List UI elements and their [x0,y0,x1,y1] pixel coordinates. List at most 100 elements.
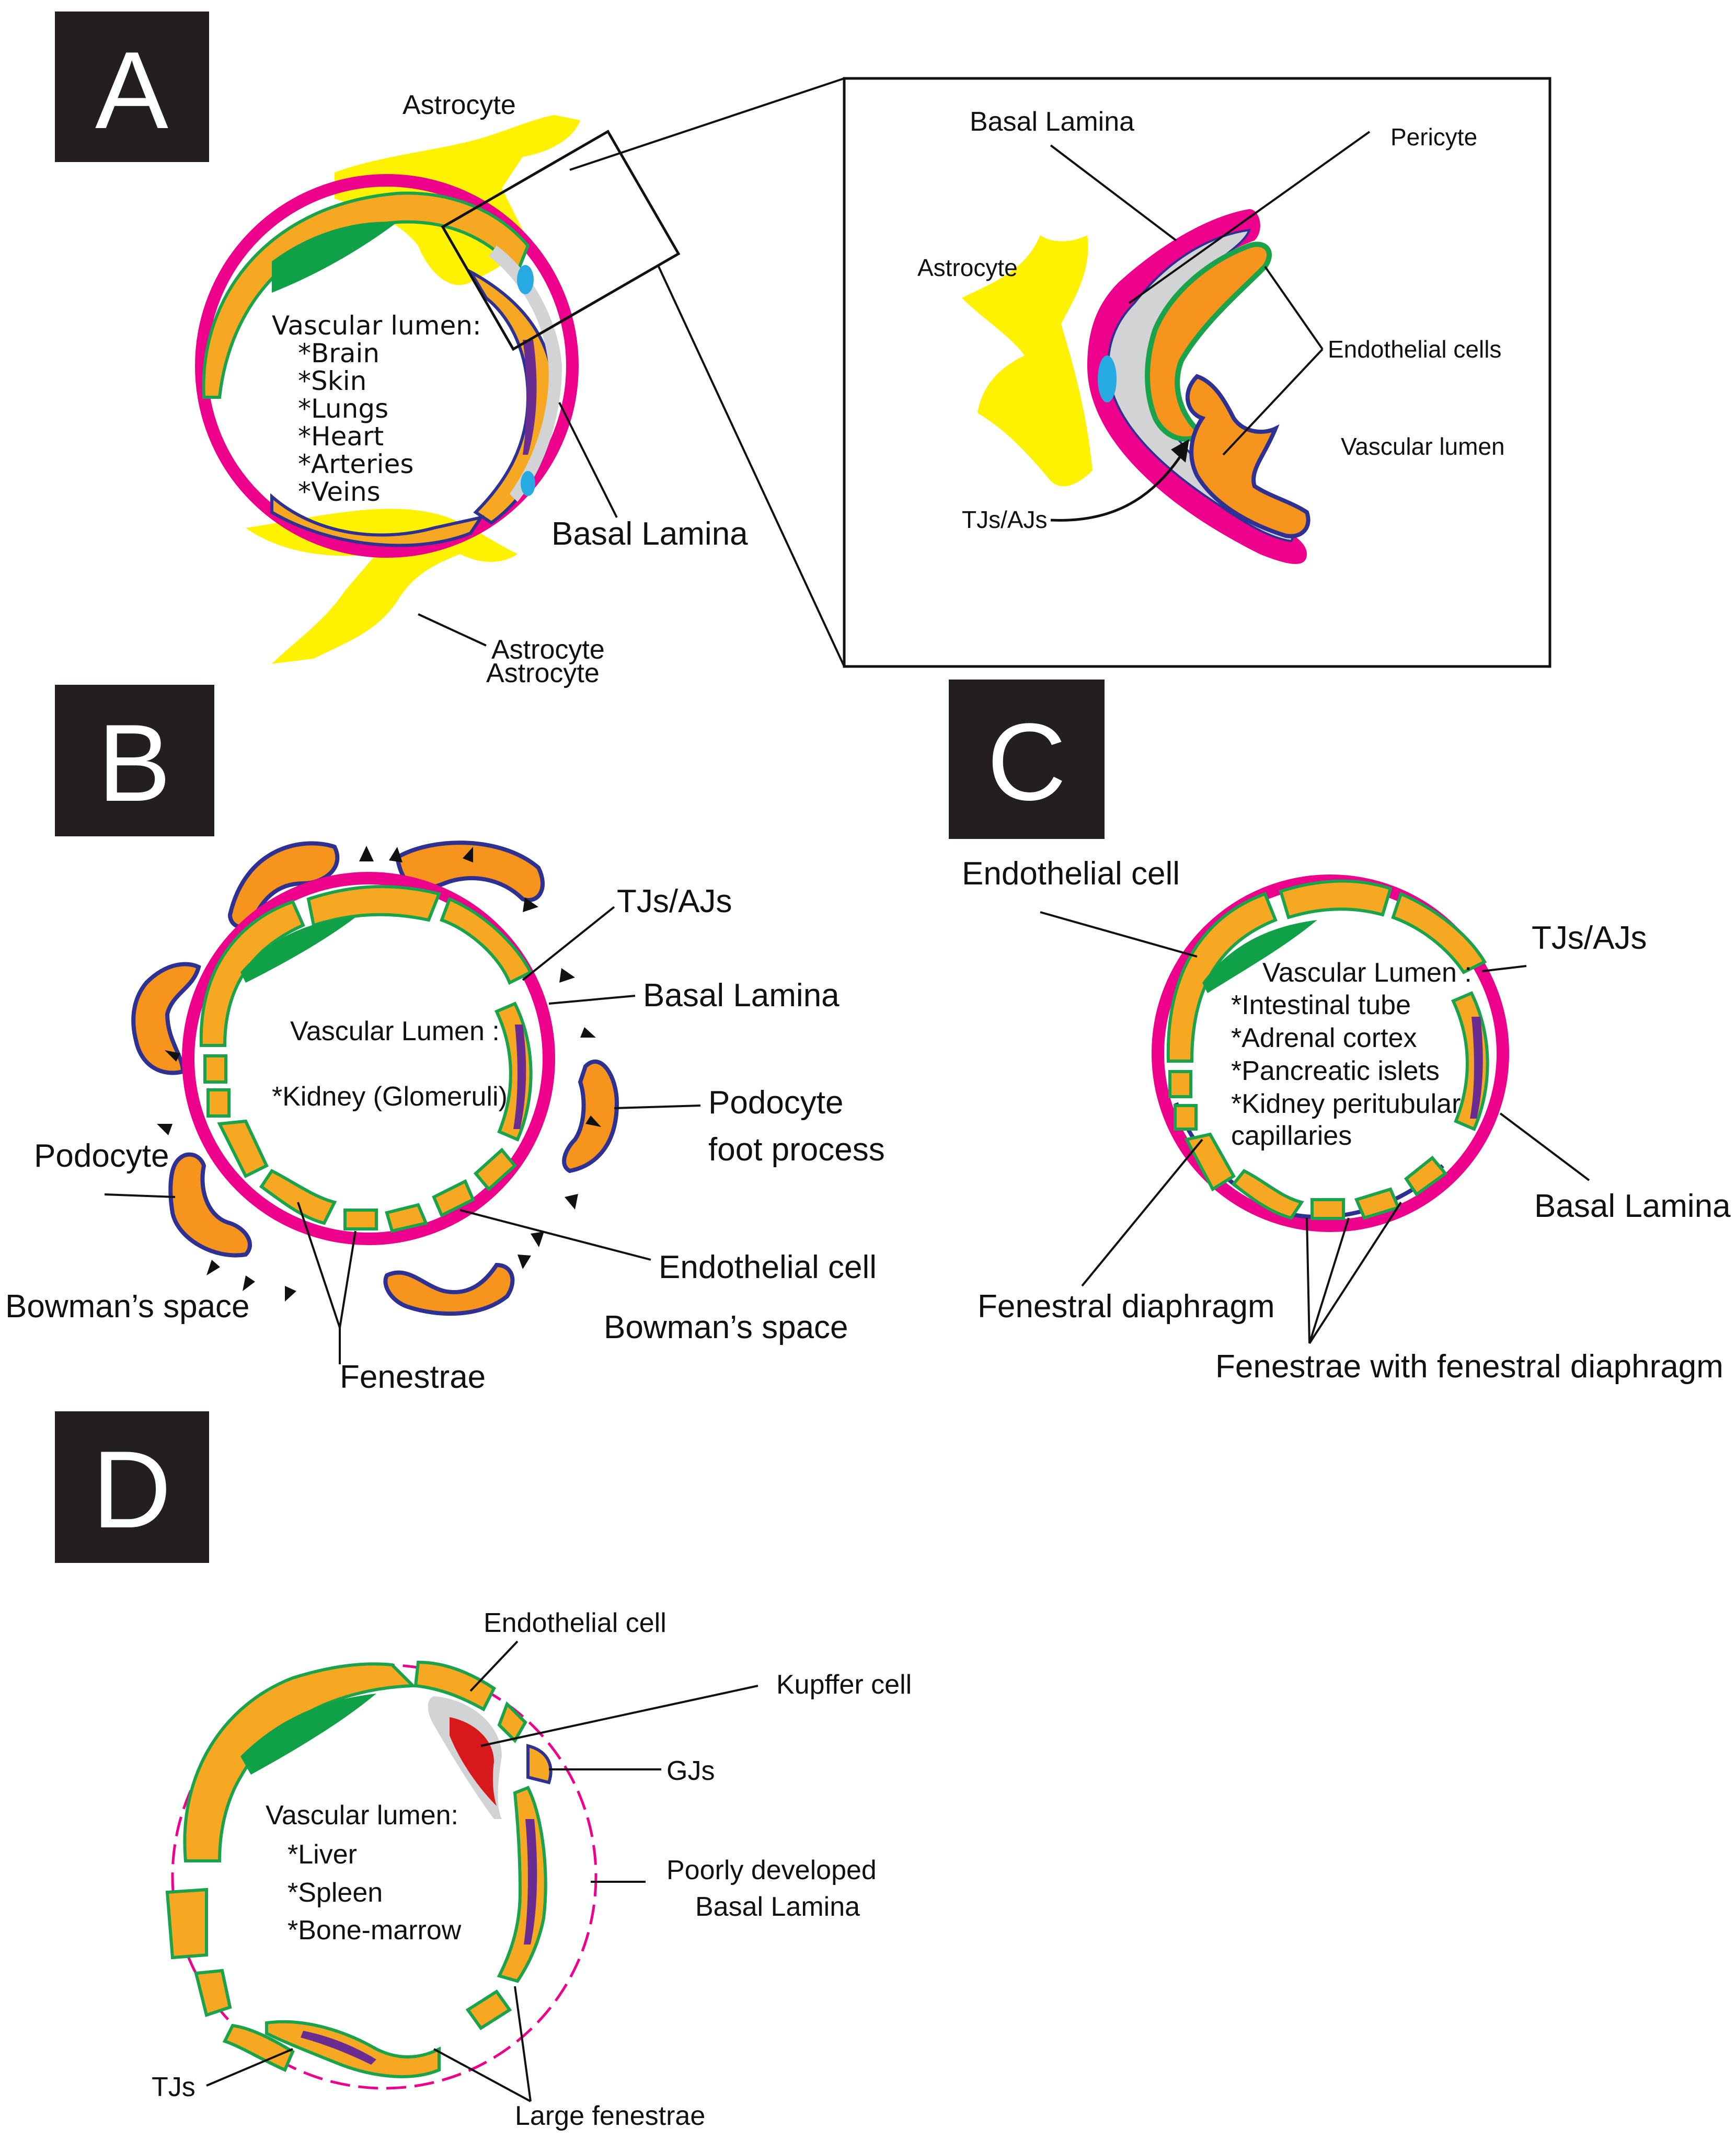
inset-leader-basal-lamina [1050,144,1177,241]
panel-b-endothelial-segment [217,1119,269,1179]
panel-a-zoom-connector-bottom [658,266,845,667]
panel-b-filtration-arrows [157,846,601,1302]
panel-a-lumen-item: *Veins [298,477,381,507]
panel-d-endothelial-cell-right [497,1786,547,1983]
inset-astrocyte [962,235,1093,487]
panel-b-leader-podocyte-foot [614,1104,701,1109]
panel-a-pericyte [489,246,562,502]
panel-d-label-poorly-1: Poorly developed [666,1855,877,1885]
inset-label-astrocyte: Astrocyte [917,254,1018,281]
panel-d-endothelial-segment [465,1989,512,2031]
panel-b-label-bowmans-left: Bowman’s space [5,1288,250,1325]
panel-c-nucleus-purple [1470,1017,1483,1119]
panel-d-endothelial-segment [497,1701,527,1743]
panel-c-nucleus-green [1202,920,1317,993]
panel-b-leader-endothelial-cell [459,1209,651,1261]
panel-b-label-podocyte: Podocyte [34,1138,169,1174]
inset-pericyte-nucleus [1098,355,1117,402]
podocyte-shape [131,962,201,1075]
panel-d-endothelial-segment [194,1969,232,2017]
panel-b-endothelium [199,885,533,1233]
panel-c-lumen-item: capillaries [1231,1121,1352,1151]
panel-c-endothelial-segment [1184,1132,1236,1192]
panel-b-letter: B [98,701,171,824]
panel-d-endothelial-cell-top-right [413,1660,496,1712]
panel-a-inset: Basal Lamina Pericyte Astrocyte Endothel… [843,77,1551,668]
panel-a-lumen-title: Vascular lumen: [272,310,481,341]
panel-d-gj-cell [526,1744,553,1785]
panel-a-endothelial-nucleus-purple [523,340,537,455]
inset-leader-endothelial-cells-2 [1222,348,1324,456]
panel-d-label-poorly-2: Basal Lamina [695,1892,860,1922]
panel-a-pericyte-nucleus-1 [517,265,534,294]
panel-d-lumen-item: *Spleen [288,1878,383,1908]
panel-b: B [5,685,885,1395]
panel-b-label-endothelial-cell: Endothelial cell [659,1249,877,1285]
panel-c-endothelial-segment [1174,1104,1198,1131]
panel-b-leader-podocyte [104,1193,176,1198]
panel-d-lumen-title: Vascular lumen: [266,1800,458,1831]
panel-d-nucleus-purple-lower [301,2031,376,2065]
panel-a-inset-frame [843,77,1551,668]
panel-c-leader-fenestral-diaphragm [1081,1138,1203,1287]
inset-leader-pericyte [1128,131,1371,304]
panel-d-endothelial-segment [165,1888,208,1960]
panel-c-endothelial-segment [1168,1070,1192,1098]
panel-b-label-podocyte-foot-2: foot process [708,1132,885,1168]
panel-b-label-fenestrae: Fenestrae [340,1359,486,1395]
panel-b-endothelial-segment [259,1169,337,1225]
panel-d-label-tjs: TJs [152,2072,196,2102]
inset-label-vascular-lumen: Vascular lumen [1341,433,1505,460]
panel-a-basal-lamina-ring [195,174,579,558]
panel-c-endothelial-cell-right-top [1391,891,1487,974]
panel-c-endothelial-segment [1310,1198,1345,1220]
panel-c-leader-endothelial-cell [1040,911,1198,958]
panel-a-letter-box [55,11,209,162]
panel-c-leader-basal-lamina [1499,1112,1590,1181]
panel-d-leader-kupffer-cell [480,1685,758,1747]
panel-d-letter: D [92,1428,171,1551]
panel-b-endothelial-segment [343,1209,378,1230]
panel-a-leader-astrocyte-bottom [418,613,487,647]
panel-c-lumen-item: *Kidney peritubular [1231,1089,1461,1119]
panel-b-leader-tjs-ajs [522,906,615,981]
panel-b-endothelial-cell-right-top [440,897,533,985]
panel-b-leader-fenestrae-2 [339,1230,357,1328]
panel-c-label-tjs-ajs: TJs/AJs [1532,920,1647,956]
panel-b-label-bowmans-right: Bowman’s space [604,1309,848,1345]
panel-c-endothelial-cell-upper [1166,892,1278,1063]
panel-b-basal-lamina-ring [182,872,555,1245]
panel-d-label-large-fenestrae: Large fenestrae [515,2101,705,2131]
panel-a-label-astrocyte-bottom-2: Astrocyte [486,658,600,688]
panel-c-label-basal-lamina: Basal Lamina [1534,1188,1731,1224]
panel-b-endothelial-cell-upper [199,900,305,1047]
panel-a-lumen-item: *Lungs [298,394,388,424]
inset-label-endothelial-cells: Endothelial cells [1328,336,1501,363]
panel-c-lumen-title: Vascular Lumen : [1262,958,1472,988]
panel-d-label-gjs: GJs [666,1756,715,1786]
inset-arrowhead-tjs-ajs [1171,439,1189,463]
panel-a-lumen-item: *Skin [298,366,366,396]
panel-a-endothelial-cell-lower [270,493,485,547]
panel-d-letter-box [55,1411,209,1563]
panel-a-label-astrocyte-top: Astrocyte [403,90,516,120]
panel-d-leader-large-fenestrae-2 [514,1986,532,2102]
panel-c-label-endothelial-cell: Endothelial cell [962,856,1180,892]
panel-c-leader-fenestrae-3 [1308,1201,1402,1344]
panel-c-letter: C [987,700,1066,823]
panel-a-zoom-box [441,130,681,351]
panel-b-letter-box [55,685,214,836]
panel-b-endothelial-segment [432,1179,475,1218]
panel-b-endothelial-segment [385,1203,429,1233]
panel-d-leader-tjs [206,2048,293,2087]
inset-label-basal-lamina: Basal Lamina [970,107,1134,137]
panel-d-leader-large-fenestrae-1 [433,2048,531,2102]
inset-arrow-tjs-ajs [1050,454,1183,522]
panel-a-letter: A [95,29,168,152]
panel-a-label-astrocyte-bottom-1: Astrocyte [491,635,605,665]
panel-b-endothelial-cell-top [306,885,442,927]
panel-d-label-endothelial-cell: Endothelial cell [484,1608,666,1638]
panel-a-zoom-connector-top [569,77,845,171]
panel-c-lumen-item: *Adrenal cortex [1231,1023,1417,1053]
